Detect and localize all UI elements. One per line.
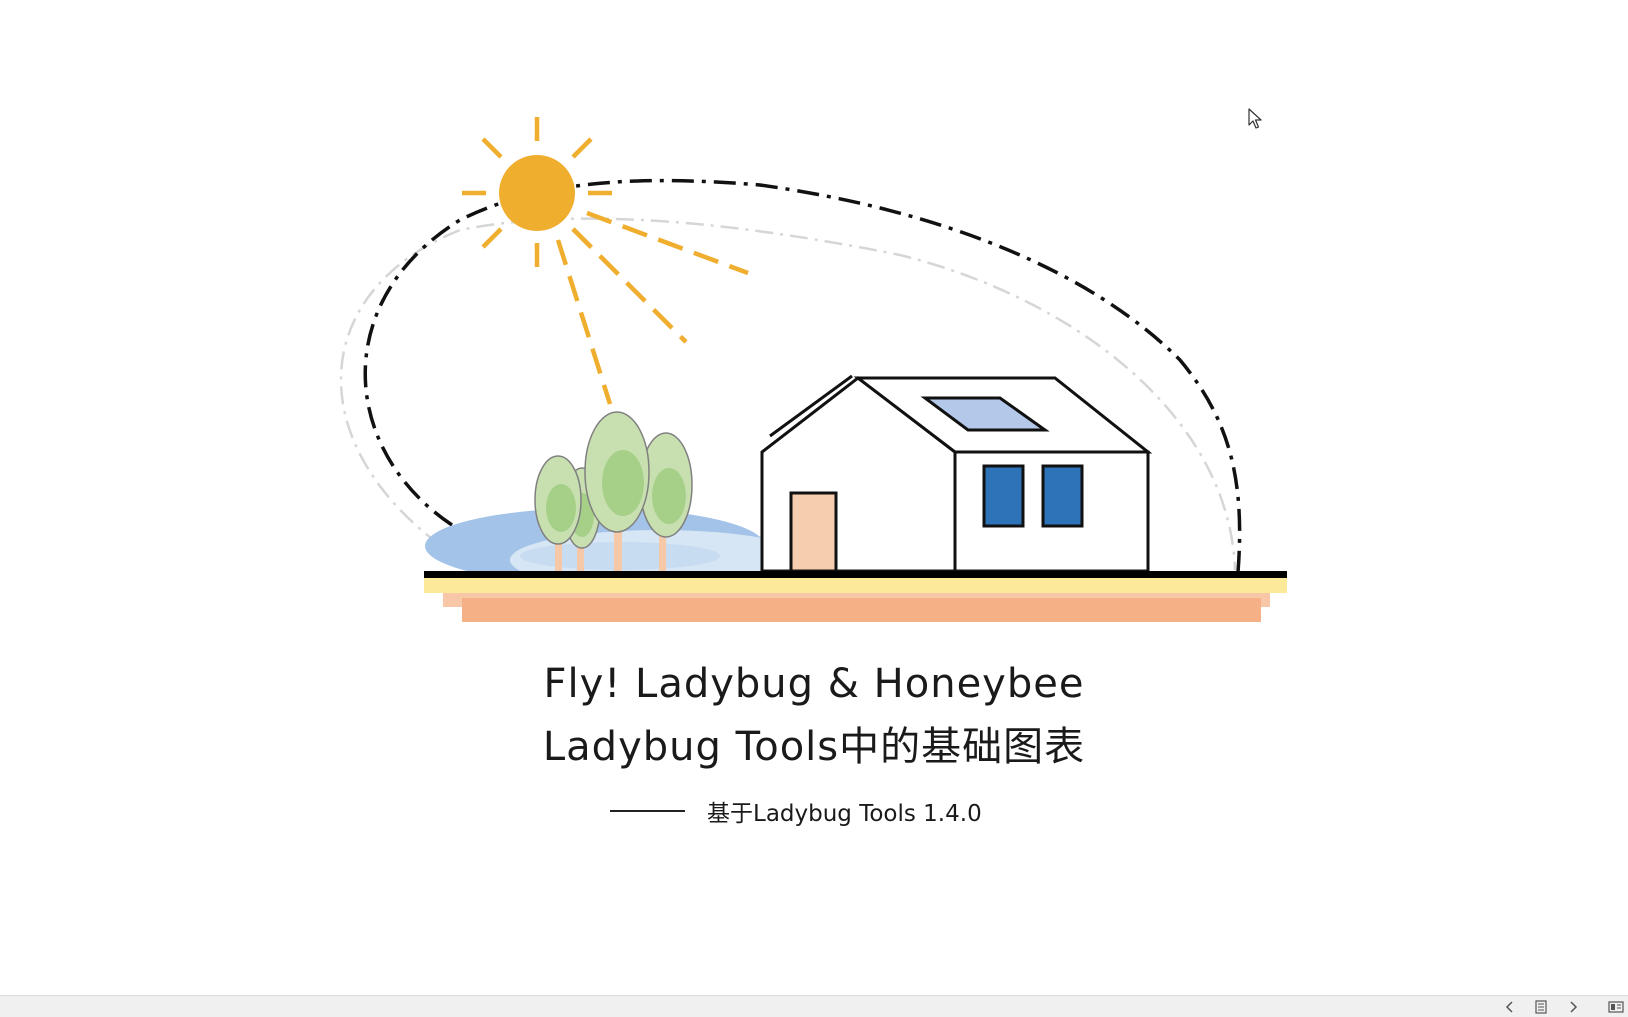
mouse-pointer-icon xyxy=(1248,108,1262,129)
subtitle-row: 基于Ladybug Tools 1.4.0 xyxy=(610,796,982,827)
summer-sun-path xyxy=(363,178,1242,573)
sun-path-house-illustration xyxy=(339,117,1287,622)
ground-orange xyxy=(462,598,1261,622)
winter-sun-path xyxy=(339,217,1237,571)
trees xyxy=(534,411,693,572)
slide-subtitle: 基于Ladybug Tools 1.4.0 xyxy=(707,801,982,827)
ground-line xyxy=(424,571,1287,578)
house xyxy=(760,374,1153,573)
chevron-right-icon[interactable] xyxy=(1563,998,1583,1016)
chevron-left-icon[interactable] xyxy=(1500,998,1520,1016)
view-mode-icon[interactable] xyxy=(1606,998,1626,1016)
slide-menu-icon[interactable] xyxy=(1531,998,1551,1016)
presentation-slide: Fly! Ladybug & Honeybee Ladybug Tools中的基… xyxy=(339,108,1287,827)
slide-title-line-1: Fly! Ladybug & Honeybee xyxy=(543,661,1085,707)
slide-title-line-2: Ladybug Tools中的基础图表 xyxy=(542,724,1086,770)
subtitle-dash xyxy=(610,810,685,812)
presentation-statusbar xyxy=(0,995,1628,1017)
ground-yellow xyxy=(424,578,1287,593)
sun xyxy=(462,117,749,405)
